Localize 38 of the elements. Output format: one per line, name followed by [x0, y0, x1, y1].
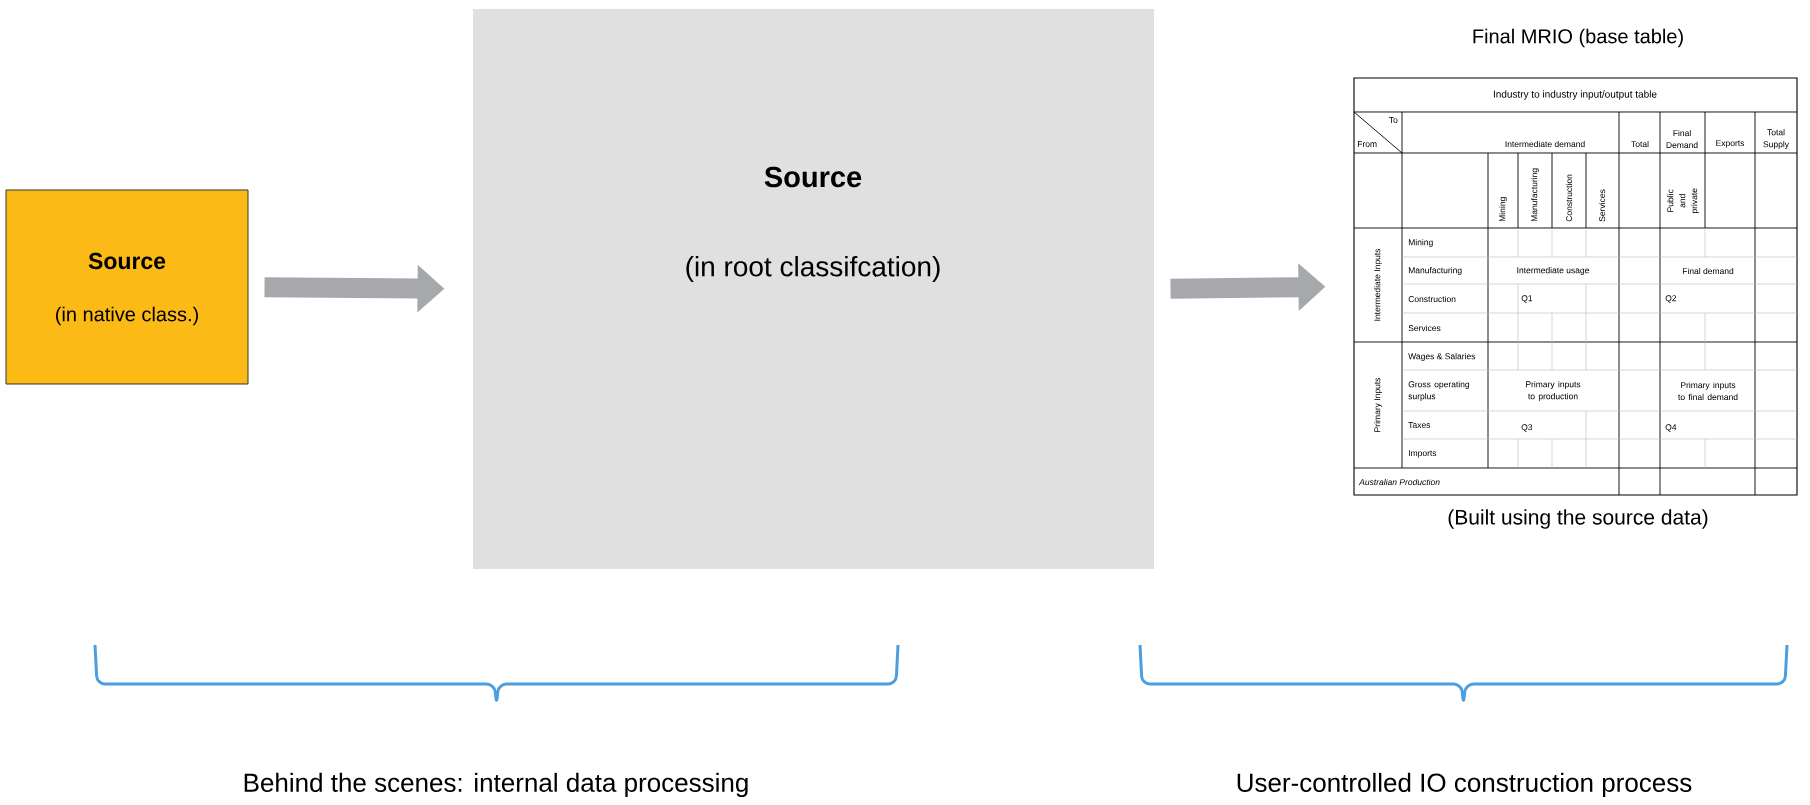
table-cell-text: Total: [1631, 140, 1649, 148]
table-cell-text: To: [1389, 117, 1398, 123]
table-cell-text: Taxes: [1408, 422, 1431, 428]
table-cell-text: Public and private: [1667, 188, 1699, 213]
table-cell-text: Primary inputs to final demand: [1678, 381, 1738, 401]
table-cell-text: Wages & Salaries: [1408, 353, 1476, 361]
table-cell-text: Services: [1408, 324, 1441, 332]
table-cell-text: Industry to industry input/output table: [1493, 90, 1657, 100]
table-cell-text: Imports: [1409, 450, 1437, 458]
table-cell-text: From: [1357, 141, 1377, 147]
table-cell-text: Manufacturing: [1408, 267, 1462, 275]
source-panel: Source (in root classifcation): [473, 9, 1154, 569]
table-cell-text: Manufacturing: [1531, 168, 1539, 222]
table-cell-text: Australian Production: [1358, 478, 1440, 486]
table-cell-text: Q1: [1521, 295, 1533, 303]
table-cell-text: Q4: [1665, 424, 1677, 432]
table-cell-text: Final demand: [1682, 267, 1734, 275]
bottom-caption: Behind the scenes: internal data processing: [244, 772, 748, 798]
table-cell-text: Final Demand: [1666, 129, 1698, 149]
table-cell-text: Mining: [1408, 239, 1433, 247]
table-cell-text: Construction: [1408, 295, 1456, 303]
table-heading: Final MRIO (base table): [1473, 28, 1683, 48]
table-cell-text: Services: [1598, 189, 1606, 222]
source-box: Source (in native class.): [5, 189, 249, 385]
table-cell-text: Intermediate usage: [1517, 267, 1589, 275]
table-cell-text: Q2: [1665, 295, 1677, 303]
bottom-caption: User-controlled IO construction process: [1237, 772, 1692, 798]
table-cell-text: Total Supply: [1763, 129, 1789, 149]
table-cell-text: Gross operating surplus: [1408, 381, 1470, 401]
table-cell-text: Intermediate Inputs: [1374, 248, 1382, 321]
table-caption: (Built using the source data): [1448, 509, 1708, 529]
table-cell-text: Intermediate demand: [1505, 140, 1585, 148]
table-cell-text: Mining: [1499, 197, 1507, 222]
table-cell-text: Primary inputs to production: [1526, 381, 1581, 401]
table-cell-text: Primary Inputs: [1374, 377, 1382, 432]
table-cell-text: Q3: [1521, 424, 1533, 432]
table-cell-text: Construction: [1565, 174, 1573, 222]
table-cell-text: Exports: [1716, 140, 1745, 148]
